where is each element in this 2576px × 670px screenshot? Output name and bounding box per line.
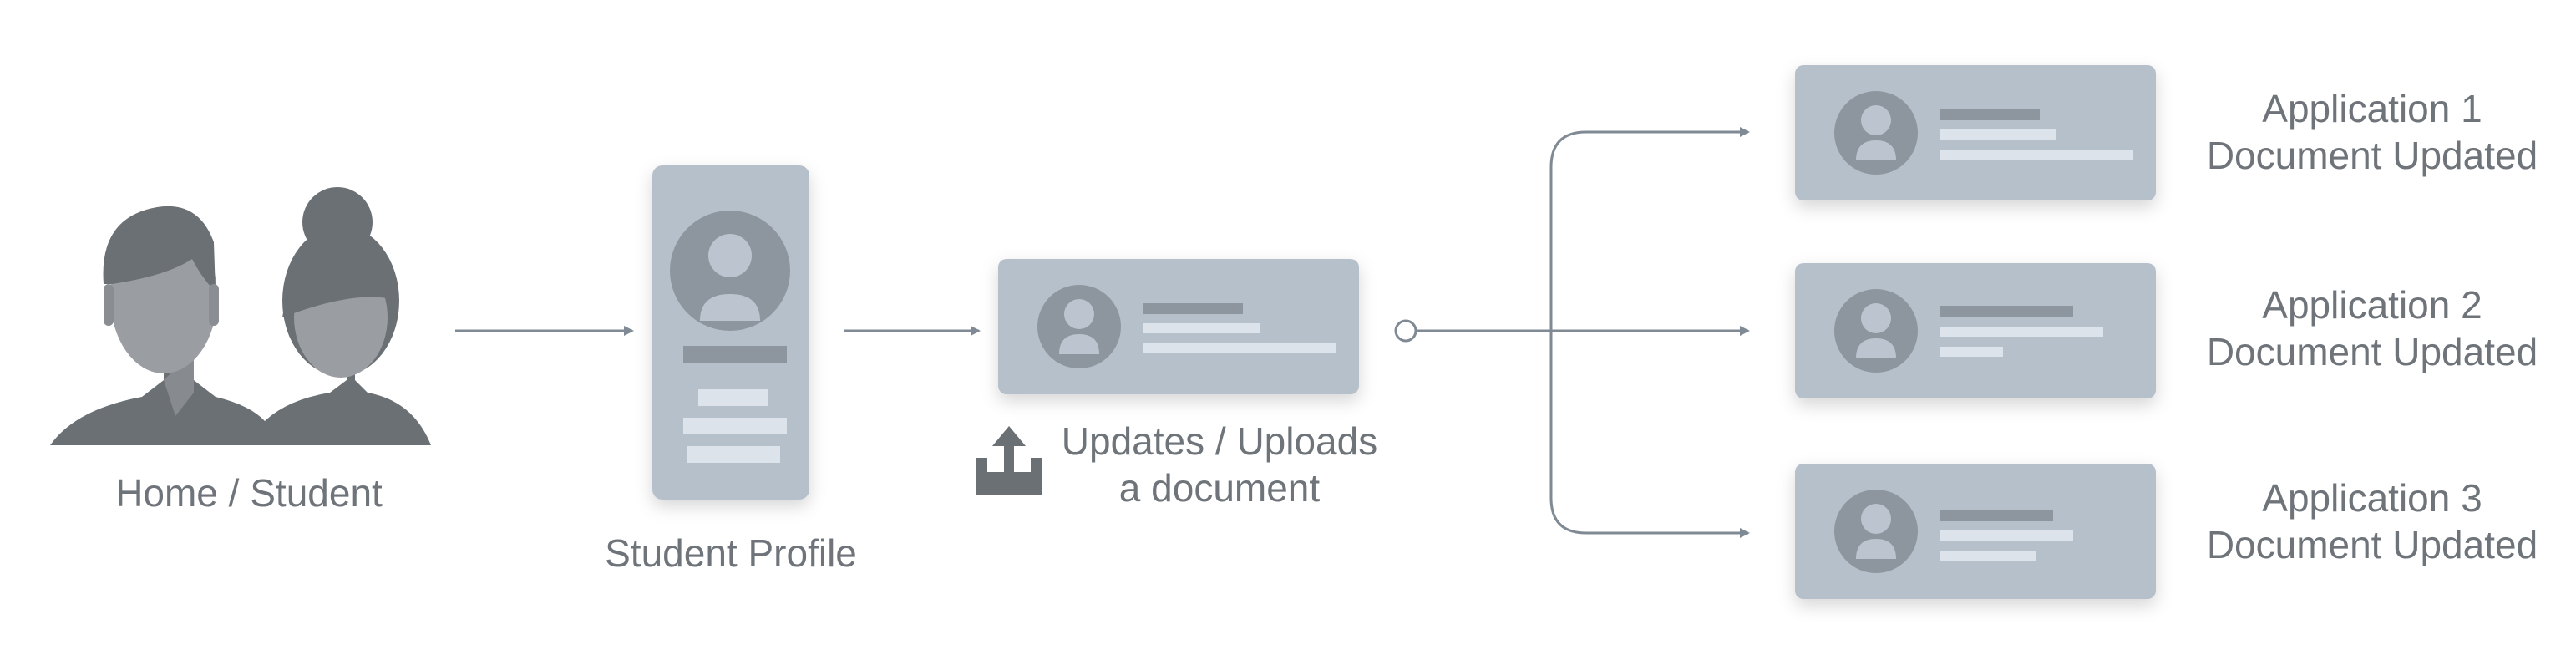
home-student-label: Home / Student <box>115 471 383 515</box>
application-2-status: Document Updated <box>2206 330 2538 373</box>
application-3-title: Application 3 <box>2262 476 2482 520</box>
application-card-2 <box>1795 263 2156 398</box>
application-1-status: Document Updated <box>2206 134 2538 177</box>
application-card-3 <box>1795 464 2156 599</box>
upload-label-line2: a document <box>1118 466 1321 510</box>
application-3-label: Application 3 Document Updated <box>2188 475 2556 568</box>
person-right-icon <box>247 187 431 445</box>
branch-origin-dot <box>1394 319 1417 343</box>
application-1-title: Application 1 <box>2262 87 2482 130</box>
connectors <box>455 127 1750 538</box>
arrow-to-application-3 <box>1549 331 1750 538</box>
application-3-status: Document Updated <box>2206 523 2538 566</box>
upload-label-line1: Updates / Uploads <box>1061 419 1378 463</box>
upload-label: Updates / Uploads a document <box>1036 418 1403 511</box>
upload-icon <box>976 426 1042 495</box>
application-2-label: Application 2 Document Updated <box>2188 282 2556 375</box>
arrow-to-application-1 <box>1549 127 1750 331</box>
student-profile-label: Student Profile <box>605 531 857 575</box>
person-left-icon <box>50 206 266 445</box>
student-profile-card <box>652 165 809 500</box>
application-1-label: Application 1 Document Updated <box>2188 85 2556 179</box>
document-card <box>998 259 1359 394</box>
people-icon <box>50 187 431 445</box>
application-card-1 <box>1795 65 2156 200</box>
application-2-title: Application 2 <box>2262 283 2482 327</box>
